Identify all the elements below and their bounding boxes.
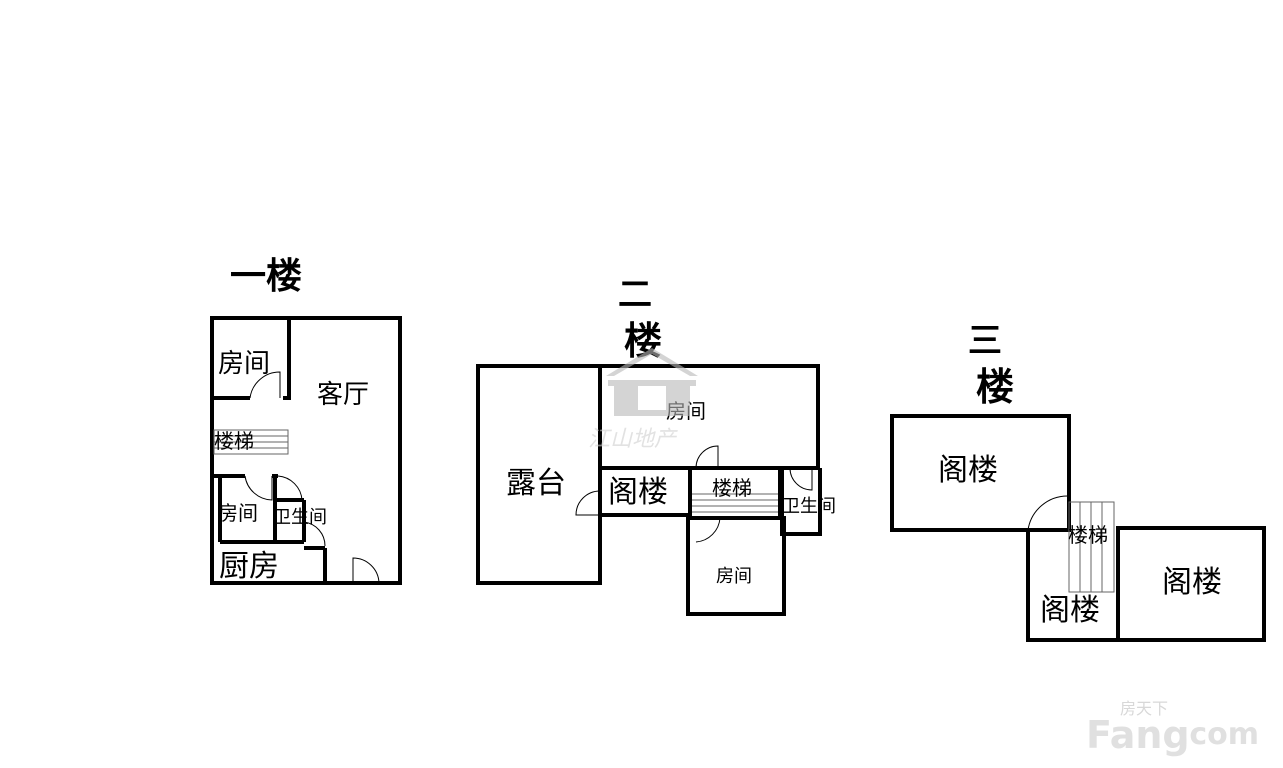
floor-1-living-label: 客厅 [317, 380, 369, 410]
door-arc [277, 475, 303, 501]
floor-3-title-bottom: 楼 [976, 365, 1014, 409]
floor-3-attic-bottom-left-label: 阁楼 [1040, 593, 1100, 628]
floor-3-attic-right-outline [1116, 526, 1266, 642]
fang-domain-text: .com [1178, 717, 1259, 752]
terrace-label: 露台 [506, 466, 566, 501]
door-arc [249, 371, 281, 399]
floor-1-kitchen-label: 厨房 [219, 549, 279, 584]
brand-watermark: 江山地产 [588, 348, 698, 452]
terrace-outline [476, 364, 602, 585]
floor-2-bathroom-label: 卫生间 [782, 496, 836, 517]
floor-1-stairs [213, 429, 289, 455]
fang-watermark: 房天下 Fang .com [1086, 699, 1259, 757]
floor-1: 一楼 房间 客厅 楼梯 房间 [210, 256, 402, 585]
bathroom-outline [780, 468, 822, 536]
door-arc [695, 517, 721, 543]
floor-1-bedroom-bottom-label: 房间 [218, 501, 258, 525]
floor-2-stairs-label: 楼梯 [712, 476, 752, 500]
door-arc [695, 445, 719, 469]
floor-3-title-top: 三 [968, 321, 1002, 361]
door-arc [789, 467, 813, 491]
floor-3: 三 楼 阁楼 楼梯 阁楼 阁楼 [890, 321, 1266, 642]
door-arc [244, 475, 273, 501]
house-logo-icon [606, 348, 698, 416]
floor-2-title-top: 二 [618, 275, 652, 315]
brand-watermark-text: 江山地产 [588, 427, 678, 452]
floor-2-attic-label: 阁楼 [608, 475, 668, 510]
floor-1-bedroom-top-label: 房间 [218, 349, 270, 379]
floor-1-bathroom-label: 卫生间 [273, 507, 327, 528]
floor-3-attic-top-outline [890, 414, 1071, 532]
wall [600, 364, 820, 468]
floor-1-outline [210, 316, 402, 585]
floor-3-stairs [1068, 501, 1115, 593]
floor-1-title: 一楼 [230, 256, 302, 297]
entry-door-arc [352, 557, 380, 584]
floor-3-attic-right-label: 阁楼 [1162, 565, 1222, 600]
door-arc [303, 521, 326, 547]
floor-3-attic-top-label: 阁楼 [938, 453, 998, 488]
floor-2-stairs [692, 493, 778, 513]
floor-1-stairs-label: 楼梯 [214, 429, 254, 453]
floor-3-stairs-label: 楼梯 [1068, 523, 1108, 547]
door-arc [575, 490, 601, 516]
door-arc [1027, 495, 1069, 531]
floor-2-bedroom-bottom-label: 房间 [716, 566, 752, 587]
floor-2-bedroom-bottom-outline [686, 516, 786, 616]
fang-cn-text: 房天下 [1120, 699, 1168, 718]
fang-en-text: Fang [1086, 713, 1190, 757]
